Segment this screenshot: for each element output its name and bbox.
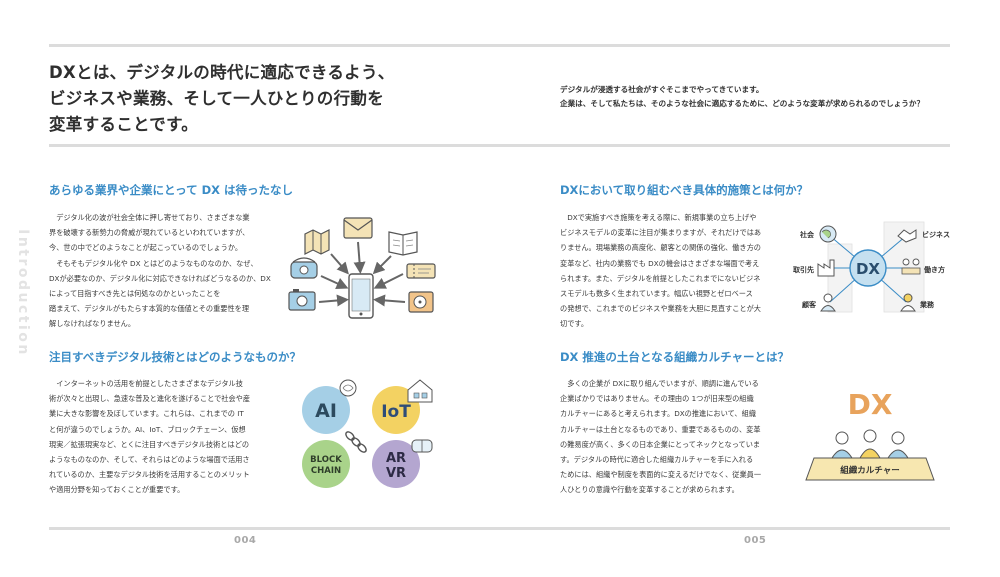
side-label-text: Introduction [15, 229, 32, 357]
hero-lead: デジタルが浸透する社会がすぐそこまでやってきています。 企業は、そして私たちは、… [560, 83, 960, 111]
camera-icon [288, 289, 316, 311]
section-title-measures: DXにおいて取り組むべき具体的施策とは何か？ [560, 183, 809, 197]
node-label-partners: 取引先 [793, 265, 814, 274]
culture-label: 組織カルチャー [840, 465, 899, 476]
employees-icon [831, 429, 909, 459]
dx-center-circle: DX [849, 249, 887, 287]
vr-label: VR [386, 466, 406, 481]
node-label-society: 社会 [799, 230, 815, 239]
iot-label: IoT [381, 402, 411, 422]
culture-foundation: 組織カルチャー [805, 457, 935, 481]
digital-devices-figure [288, 217, 436, 319]
ticket-icon [406, 263, 436, 279]
section-body-industry: デジタル化の波が社会全体に押し寄せており、さまざまな業 界を破壊する新勢力の脅威… [49, 213, 271, 329]
section-body-tech: インターネットの活用を前提としたさまざまなデジタル技 術が次々と出現し、急速な普… [49, 379, 251, 495]
handshake-icon [897, 229, 917, 243]
section-title-industry: あらゆる業界や企業にとって DX は待ったなし [49, 183, 293, 197]
section-title-tech: 注目すべきデジタル技術とはどのようなものか？ [49, 350, 301, 364]
telephone-icon [290, 257, 318, 279]
digital-tech-figure: AI IoT BLOCK CHAIN AR VR [302, 379, 433, 488]
blockchain-label-line2: CHAIN [311, 466, 341, 476]
section-body-culture: 多くの企業が DXに取り組んでいますが、順調に進んでいる 企業ばかりではありませ… [560, 379, 762, 495]
node-label-customers: 顧客 [802, 300, 817, 309]
worker-icon [900, 293, 916, 312]
hero-lead-line: 企業は、そして私たちは、そのような社会に適応するために、どのような変革が求められ… [560, 99, 925, 108]
node-label-operations: 業務 [919, 300, 935, 309]
node-label-business: ビジネス [922, 230, 950, 239]
globe-icon [819, 225, 837, 243]
hero-lead-line: デジタルが浸透する社会がすぐそこまでやってきています。 [560, 85, 764, 94]
dx-center-label: DX [856, 260, 880, 278]
ar-label: AR [386, 451, 406, 466]
hero-title-line: 変革することです。 [49, 115, 199, 134]
chain-icon [345, 431, 367, 453]
section-title-culture: DX 推進の土台となる組織カルチャーとは？ [560, 350, 789, 364]
node-label-workstyle: 働き方 [923, 265, 945, 274]
map-icon [304, 229, 330, 255]
header-bottom-rule [49, 144, 950, 147]
blockchain-label-line1: BLOCK [310, 455, 342, 465]
record-player-icon [408, 291, 434, 313]
section-body-measures: DXで実施すべき施策を考える際に、新規事業の立ち上げや ビジネスモデルの変革に注… [560, 213, 762, 329]
customer-icon [820, 293, 836, 312]
org-culture-figure: DX 組織カルチャー [805, 388, 935, 481]
dx-measures-figure: DX 社会 ビジネス 取引先 働き方 顧客 業務 [793, 221, 950, 313]
people-meeting-icon [901, 258, 921, 275]
top-rule [49, 44, 950, 47]
page-number-left: 004 [234, 535, 257, 546]
arvr-bubble: AR VR [372, 440, 420, 488]
ai-bubble: AI [302, 386, 350, 434]
culture-dx-text: DX [848, 388, 893, 421]
house-icon [407, 379, 433, 403]
factory-icon [817, 259, 835, 277]
arrows-to-smartphone [318, 241, 406, 307]
blockchain-bubble: BLOCK CHAIN [302, 440, 350, 488]
vr-headset-icon [411, 439, 433, 453]
hero-title: DXとは、デジタルの時代に適応できるよう、 ビジネスや業務、そして一人ひとりの行… [49, 60, 409, 138]
page-number-right: 005 [744, 535, 767, 546]
side-label: Introduction [13, 229, 33, 357]
ai-label: AI [315, 400, 337, 422]
brain-icon [339, 379, 357, 397]
footer-rule [49, 527, 950, 530]
hero-title-line: ビジネスや業務、そして一人ひとりの行動を [49, 89, 385, 108]
smartphone-icon [348, 273, 374, 319]
envelope-icon [343, 217, 373, 239]
book-icon [388, 231, 418, 256]
hero-title-line: DXとは、デジタルの時代に適応できるよう、 [49, 63, 395, 82]
